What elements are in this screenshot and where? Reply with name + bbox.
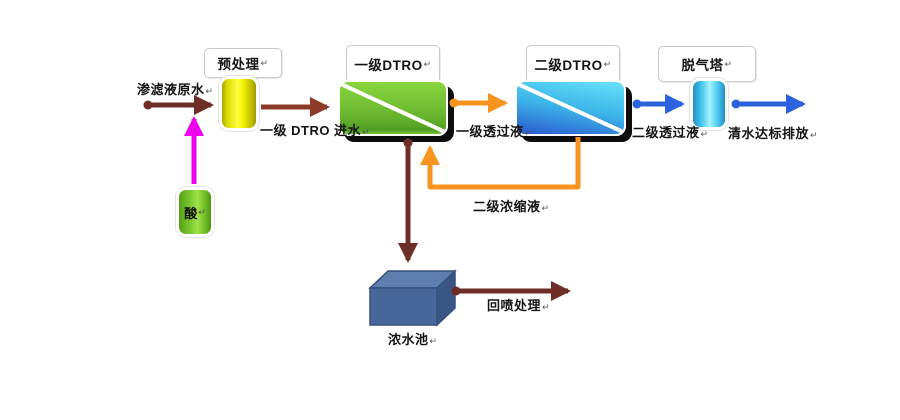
paragraph-mark-icon: ↵ [542,302,551,312]
pretreatment-name-box: 预处理↵ [204,48,282,78]
paragraph-mark-icon: ↵ [362,127,371,137]
dtro-stage2-unit [515,80,626,136]
paragraph-mark-icon: ↵ [724,58,733,69]
degassing-tower-unit [690,78,728,130]
stage2-permeate-label: 二级透过液↵ [632,125,709,140]
stage1-permeate-label: 一级透过液↵ [456,124,533,139]
paragraph-mark-icon: ↵ [260,57,269,68]
paragraph-mark-icon: ↵ [205,86,214,96]
stage2-concentrate-recycle-arrow [420,137,581,190]
paragraph-mark-icon: ↵ [423,58,432,69]
paragraph-mark-icon: ↵ [603,58,612,69]
acid-tank-label: 酸 [184,205,198,221]
concentrate-pool-label: 浓水池↵ [388,332,438,347]
concentrate-pool-unit [368,269,457,327]
stage1-concentrate-arrow [398,138,418,263]
paragraph-mark-icon: ↵ [810,130,819,140]
clean-water-discharge-label: 清水达标排放↵ [728,126,819,141]
paragraph-mark-icon: ↵ [429,336,438,346]
raw-water-arrow [143,95,214,115]
dtro-stage1-unit [338,80,448,136]
spray-back-arrow [451,281,571,301]
paragraph-mark-icon: ↵ [541,203,550,213]
pretreatment-tank [219,76,259,131]
acid-tank-unit: 酸↵ [176,187,214,237]
pretreatment-label: 预处理 [217,57,260,72]
membrane-diagonal-stripe [341,83,445,133]
paragraph-mark-icon: ↵ [524,128,533,138]
stage1-permeate-arrow [449,93,508,113]
spray-back-label: 回喷处理↵ [487,298,551,313]
stage2-concentrate-label: 二级浓缩液↵ [473,199,550,214]
degassing-tower-label: 脱气塔 [681,58,724,73]
stage1-feed-label: 一级 DTRO 进水↵ [260,123,371,138]
dtro-stage1-label: 一级DTRO [354,58,423,73]
raw-water-label: 渗滤液原水↵ [137,82,214,97]
dtro-stage2-label: 二级DTRO [534,58,603,73]
paragraph-mark-icon: ↵ [700,129,709,139]
membrane-diagonal-stripe [518,83,623,133]
clean-water-discharge-arrow [731,94,806,114]
paragraph-mark-icon: ↵ [198,206,206,217]
stage2-permeate-arrow [632,94,685,114]
